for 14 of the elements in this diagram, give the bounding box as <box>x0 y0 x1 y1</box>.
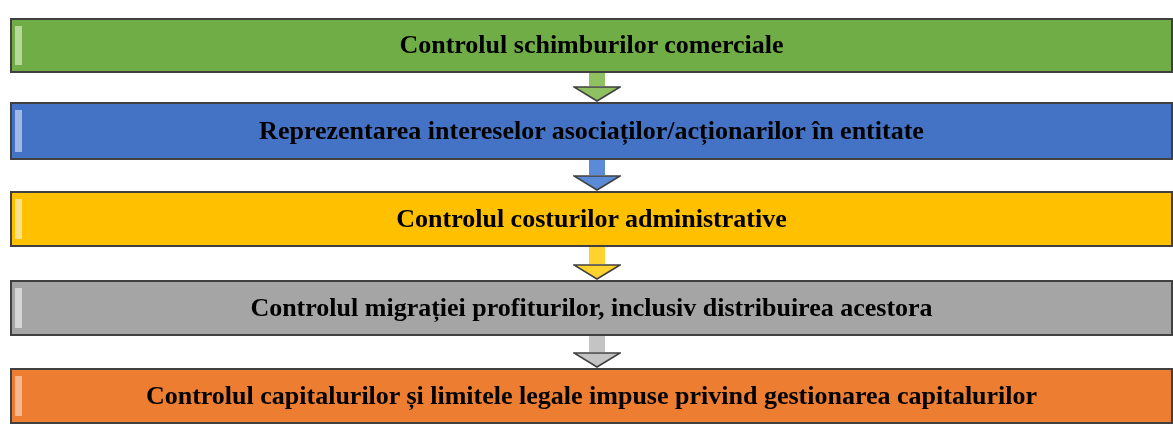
process-bar <box>10 102 1173 160</box>
down-arrow <box>573 247 621 280</box>
bar-title: Controlul schimburilor comerciale <box>399 29 784 62</box>
process-bar <box>10 191 1173 247</box>
down-arrow <box>573 336 621 368</box>
bar-title: Reprezentarea intereselor asociaților/acționarilor în entitate <box>259 114 924 147</box>
bar-title: Controlul costurilor administrative <box>396 202 787 235</box>
process-bar <box>10 18 1173 73</box>
down-arrow <box>573 73 621 102</box>
bar-title: Controlul migrației profiturilor, inclusiv distribuirea acestora <box>250 291 933 324</box>
down-arrow <box>573 160 621 191</box>
process-bar <box>10 368 1173 424</box>
bar-title: Controlul capitalurilor și limitele legale impuse privind gestionarea capitalurilor <box>145 379 1038 412</box>
process-bar <box>10 280 1173 336</box>
